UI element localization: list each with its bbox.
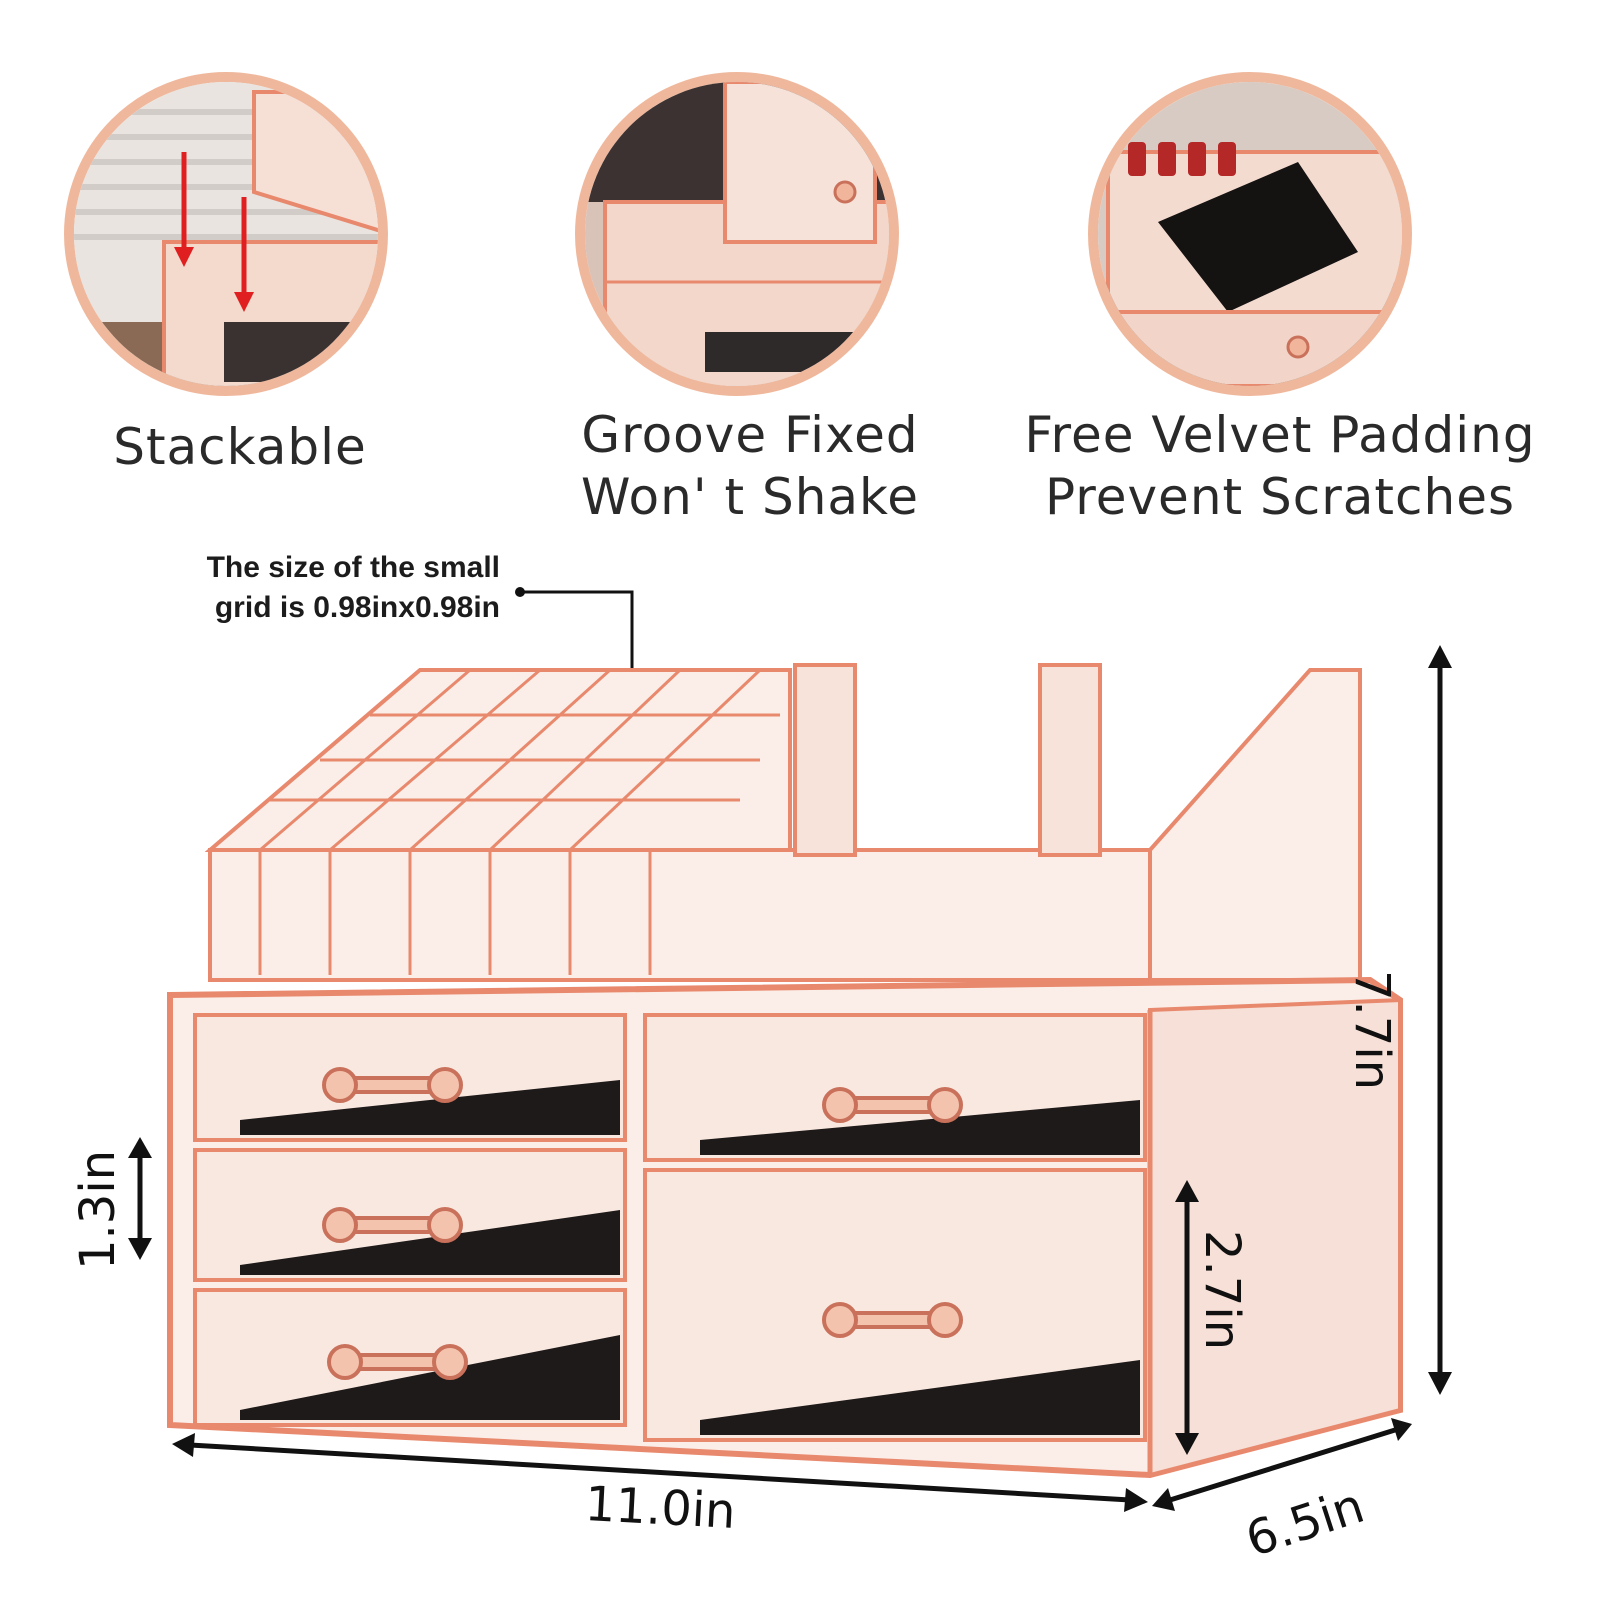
feature-caption-groove: Groove Fixed Won' t Shake [535,404,965,528]
feature-image-groove [575,72,899,396]
caption-line: Prevent Scratches [1044,468,1516,526]
width-label: 11.0in [583,1476,738,1540]
grid-size-callout: The size of the small grid is 0.98inx0.9… [150,548,500,628]
feature-caption-velvet: Free Velvet Padding Prevent Scratches [1000,404,1560,528]
caption-line: Stackable [113,418,367,476]
caption-line: Free Velvet Padding [1024,406,1536,464]
velvet-illustration [1098,82,1402,386]
lipstick-grid [258,668,780,975]
callout-line: The size of the small [206,551,500,584]
feature-caption-stackable: Stackable [60,416,420,478]
feature-image-stackable [64,72,388,396]
caption-line: Won' t Shake [581,468,919,526]
feature-image-velvet [1088,72,1412,396]
small-drawer-label: 1.3in [70,1149,126,1270]
large-drawer-label: 2.7in [1194,1230,1250,1351]
stackable-illustration [74,82,378,386]
groove-illustration [585,82,889,386]
dimension-arrows [128,645,1452,1512]
callout-line: grid is 0.98inx0.98in [214,591,500,624]
callout-leader [520,590,634,690]
drawer-base [167,976,1403,1479]
caption-line: Groove Fixed [581,406,919,464]
top-organizer [204,663,1362,982]
height-label: 7.7in [1344,970,1400,1091]
